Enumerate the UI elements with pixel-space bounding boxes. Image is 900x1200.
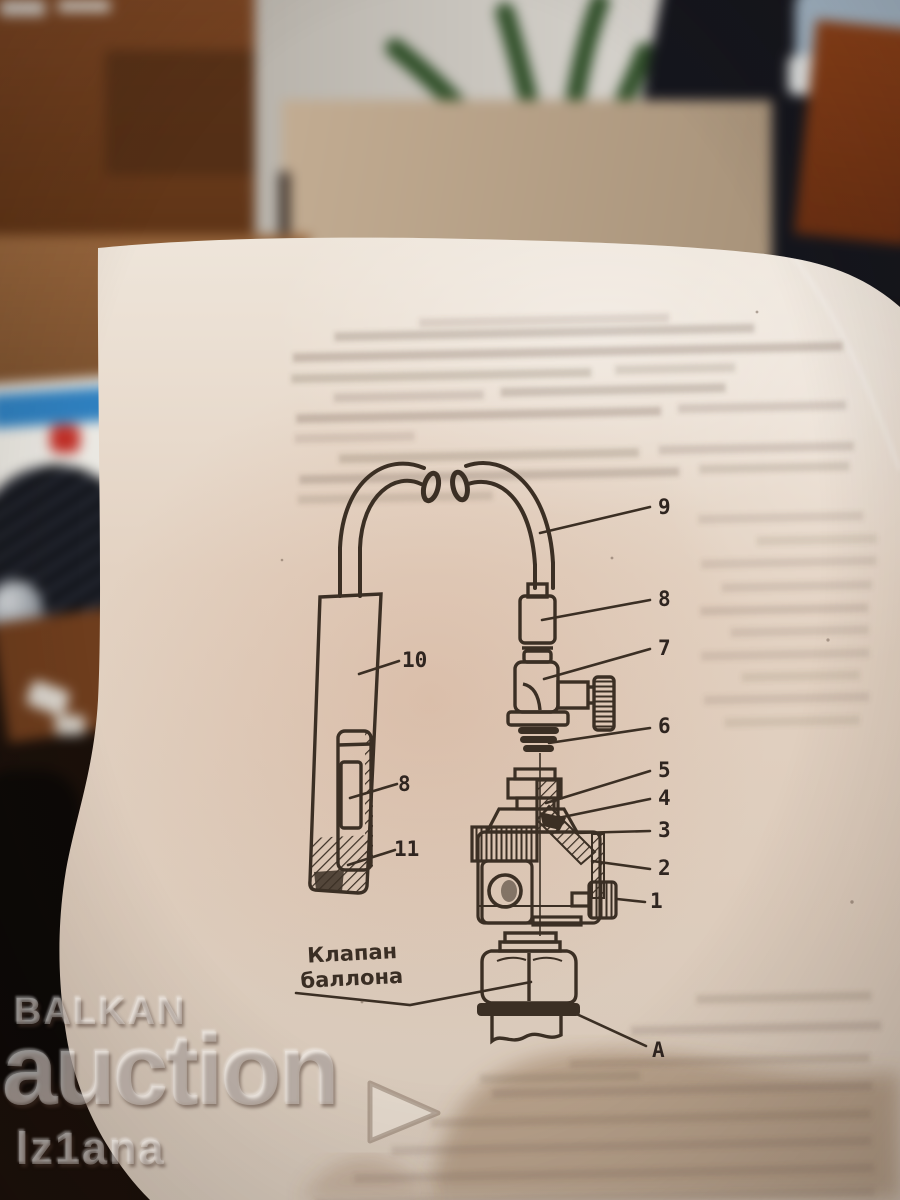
packet-red-mark [50, 425, 80, 453]
watermark-brand: BALKAN [14, 991, 187, 1033]
elbow-fitting [506, 582, 616, 752]
cardboard-box [282, 100, 772, 265]
watermark-username: lz1ana [16, 1123, 166, 1174]
part-label-9: 9 [658, 495, 671, 519]
crease-highlight [788, 250, 900, 471]
part-labels: 9 8 7 6 5 4 3 2 1 10 8 11 A [394, 495, 671, 1062]
dark-stick [279, 172, 290, 250]
part-label-2: 2 [658, 856, 671, 880]
part-label-1: 1 [650, 889, 663, 913]
part-label-8l: 8 [398, 772, 411, 796]
thread-stub [518, 727, 559, 752]
cylinder-valve [477, 931, 580, 1045]
play-triangle-icon [367, 1080, 441, 1144]
highlight-right [650, 237, 900, 670]
part-label-A: A [652, 1038, 665, 1062]
part-label-6: 6 [658, 714, 671, 738]
part-label-4: 4 [658, 786, 671, 810]
paper-scrap-2 [55, 715, 85, 735]
regulator-cutaway [470, 753, 618, 936]
tube-arc [338, 461, 555, 598]
part-label-7: 7 [658, 636, 671, 660]
diagram-caption: Клапан баллона [300, 939, 404, 993]
part-label-11: 11 [394, 837, 419, 861]
ceiling-sliver-2 [58, 0, 110, 12]
caption-line-1: Клапан [307, 939, 398, 968]
ceiling-sliver [0, 0, 45, 16]
part-label-10: 10 [402, 648, 427, 672]
leader-lines [294, 505, 652, 1048]
dust-specks [280, 310, 854, 1004]
blurred-text-block [291, 313, 882, 1200]
part-label-3: 3 [658, 818, 671, 842]
part-label-5: 5 [658, 758, 671, 782]
part-label-8r: 8 [658, 587, 671, 611]
gauge-body [308, 592, 383, 895]
caption-line-2: баллона [300, 964, 404, 993]
technical-diagram: 9 8 7 6 5 4 3 2 1 10 8 11 A Клапан [294, 461, 671, 1062]
watermark-word: auction [2, 1014, 340, 1126]
